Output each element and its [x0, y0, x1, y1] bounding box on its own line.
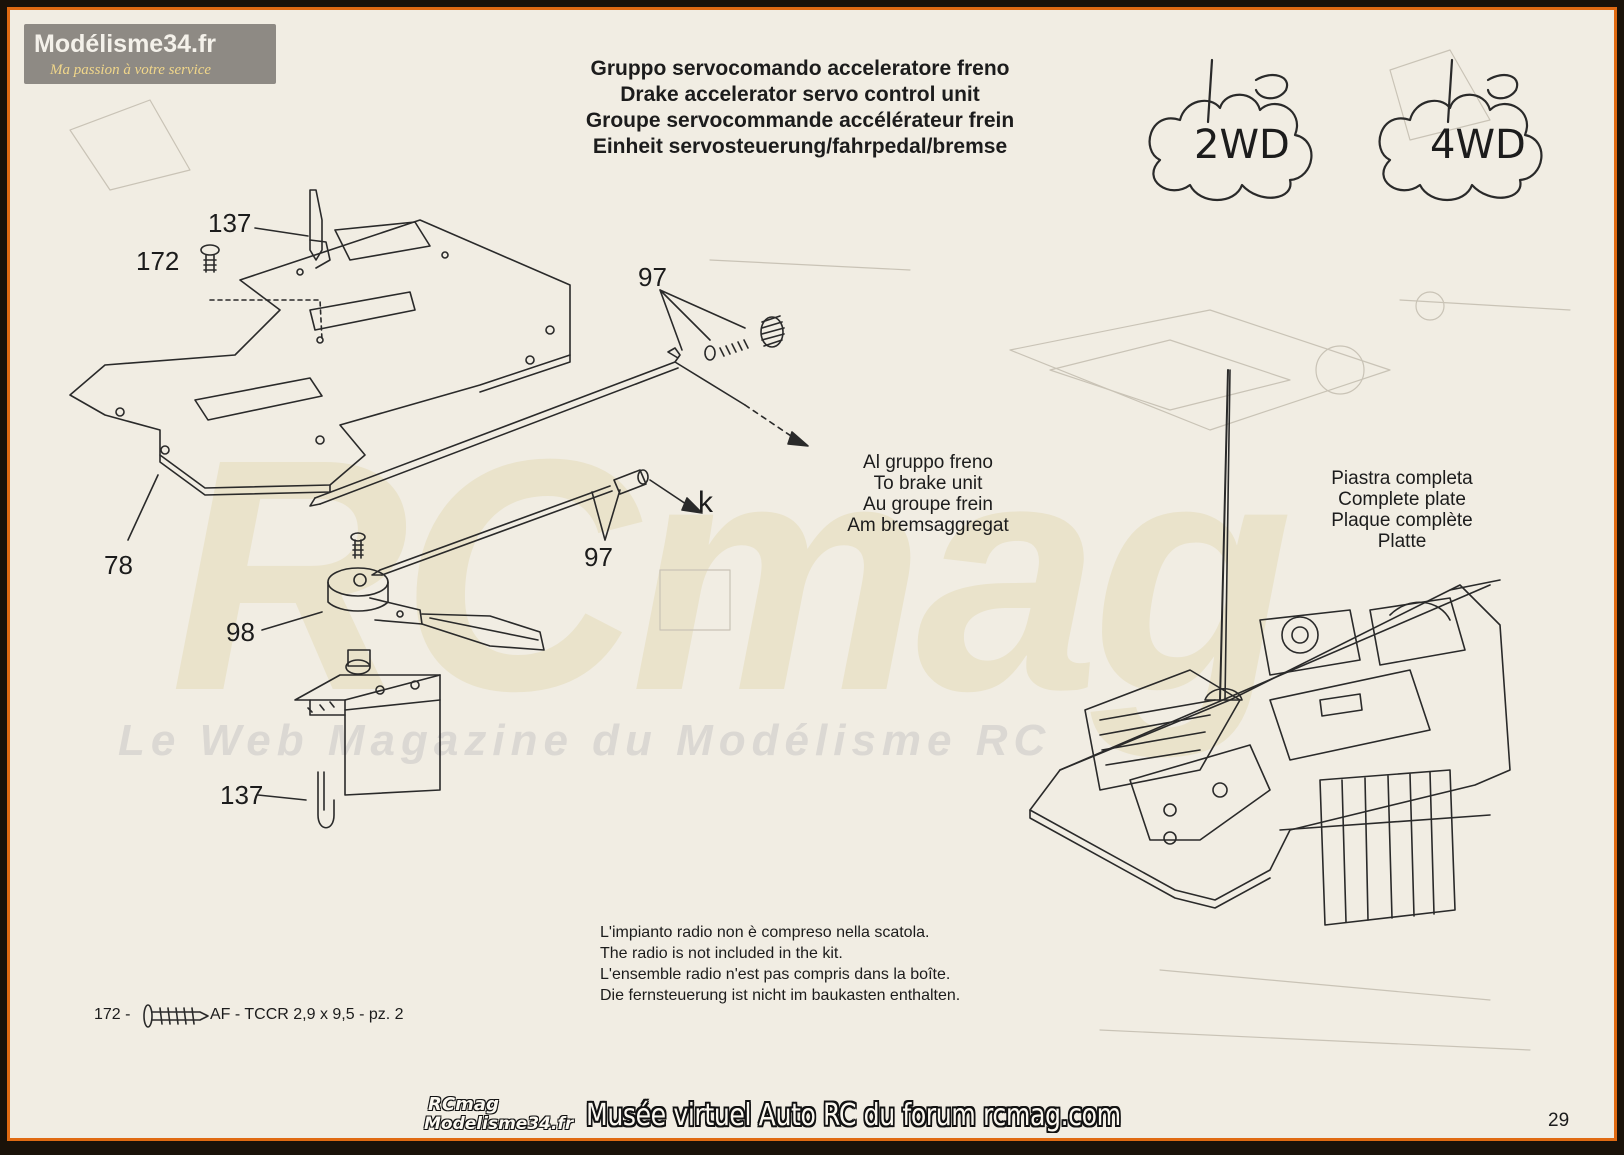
- brake-label-de: Am bremsaggregat: [847, 515, 1009, 536]
- screw-172: [200, 244, 220, 273]
- screw-spec-text: AF - TCCR 2,9 x 9,5 - pz. 2: [210, 1006, 404, 1023]
- heading-line-de: Einheit servosteuerung/fahrpedal/bremse: [592, 135, 1008, 158]
- part-number-97-top: 97: [638, 262, 667, 292]
- radio-note: L'impianto radio non è compreso nella sc…: [600, 922, 960, 1006]
- badge-4wd: [1378, 58, 1543, 201]
- radio-note-it: L'impianto radio non è compreso nella sc…: [600, 924, 930, 941]
- footer-logo-rcmag: RCmag: [428, 1094, 499, 1115]
- leader-97-mid: [591, 489, 621, 541]
- badge-4wd-label: 4WD: [1430, 122, 1526, 168]
- leader-137-top: [254, 227, 309, 237]
- leader-137-bottom: [257, 794, 307, 801]
- brake-unit-label: Al gruppo freno To brake unit Au groupe …: [828, 452, 1028, 536]
- radio-note-en: The radio is not included in the kit.: [600, 945, 843, 962]
- leader-97-top: [659, 289, 746, 351]
- footer-caption: Musée virtuel Auto RC du forum rcmag.com: [586, 1098, 1121, 1133]
- screw-172-guide: [209, 299, 323, 341]
- arrow-label-k: k: [698, 486, 713, 519]
- source-logo-name: Modélisme34.fr: [34, 30, 217, 58]
- manual-page: RCmag Le Web Magazine du Modélisme RC Mo…: [7, 7, 1617, 1141]
- leader-98: [261, 611, 323, 631]
- badge-2wd-label: 2WD: [1194, 122, 1290, 168]
- watermark-tagline: Le Web Magazine du Modélisme RC: [118, 716, 1052, 765]
- exploded-diagram: [69, 49, 1571, 1051]
- part-number-137-bottom: 137: [220, 780, 264, 810]
- servo-plate-78: [69, 219, 571, 496]
- heading-line-fr: Groupe servocommande accélérateur frein: [585, 109, 1015, 132]
- spring-and-nut-97: [704, 315, 785, 361]
- servo-saver-98: [327, 567, 545, 651]
- heading-line-en: Drake accelerator servo control unit: [620, 83, 980, 106]
- part-number-137-top: 137: [208, 208, 252, 238]
- part-number-172: 172: [136, 246, 180, 276]
- source-logo[interactable]: Modélisme34.fr Ma passion à votre servic…: [24, 24, 276, 84]
- section-heading: Gruppo servocomando acceleratore freno D…: [550, 56, 1050, 160]
- part-number-98: 98: [226, 617, 255, 647]
- screw-spec-icon: [143, 1004, 209, 1028]
- brake-label-en: To brake unit: [873, 473, 983, 494]
- brake-label-fr: Au groupe frein: [863, 494, 993, 515]
- footer-logo-modelisme34: Modelisme34.fr: [424, 1114, 574, 1134]
- arm-screw: [350, 532, 366, 559]
- bleed-through-drawing: [69, 49, 1571, 1051]
- source-logo-tagline: Ma passion à votre service: [50, 62, 212, 78]
- badge-2wd: [1148, 58, 1313, 201]
- screw-spec-code: 172 -: [94, 1006, 131, 1023]
- servo-body: [294, 649, 441, 796]
- throttle-rod-97: [371, 469, 703, 576]
- complete-plate-label: Piastra completa Complete plate Plaque c…: [1310, 468, 1494, 552]
- radio-note-de: Die fernsteuerung ist nicht im baukasten…: [600, 987, 961, 1004]
- heading-line-it: Gruppo servocomando acceleratore freno: [590, 57, 1010, 80]
- part-number-78: 78: [104, 550, 133, 580]
- brake-rod: [309, 347, 809, 507]
- brake-label-it: Al gruppo freno: [863, 452, 993, 473]
- complete-plate-assembly: [1029, 369, 1511, 926]
- part-number-97-mid: 97: [584, 542, 613, 572]
- radio-note-fr: L'ensemble radio n'est pas compris dans …: [600, 966, 951, 983]
- plate-label-fr: Plaque complète: [1331, 510, 1473, 531]
- page-number: 29: [1548, 1110, 1570, 1131]
- plate-label-en: Complete plate: [1338, 489, 1466, 510]
- hook-137-bottom: [317, 771, 335, 829]
- leader-78: [127, 474, 159, 541]
- plate-label-de: Platte: [1377, 531, 1427, 552]
- clip-137-top: [309, 189, 331, 269]
- plate-label-it: Piastra completa: [1331, 468, 1473, 489]
